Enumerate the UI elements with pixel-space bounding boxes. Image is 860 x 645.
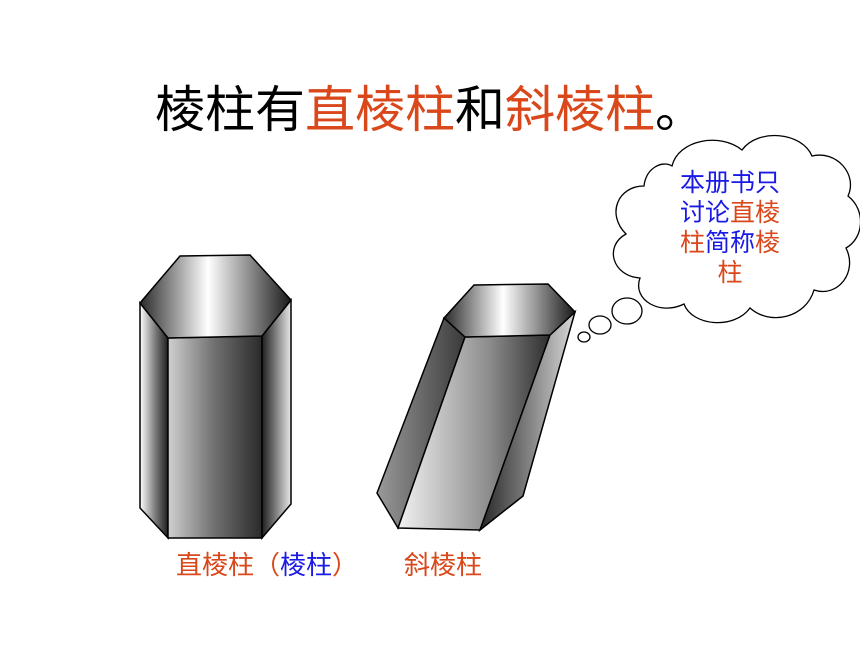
cloud-line-1: 本册书只 bbox=[664, 168, 796, 198]
thought-bubble-small bbox=[577, 331, 591, 343]
title-part-period: 。 bbox=[655, 81, 705, 139]
page-title: 棱柱有直棱柱和斜棱柱。 bbox=[0, 78, 860, 142]
cloud-text-discuss: 讨论 bbox=[679, 198, 730, 227]
cloud-text-right-prism-a: 直棱 bbox=[730, 198, 781, 227]
thought-cloud bbox=[577, 135, 860, 343]
cloud-line-4: 柱 bbox=[664, 258, 796, 288]
title-part-right-prism: 直棱柱 bbox=[305, 81, 455, 139]
oblique-prism-top-face bbox=[442, 283, 577, 338]
cloud-text-called: 简称 bbox=[704, 228, 755, 257]
caption-right-prism: 直棱柱 bbox=[176, 551, 255, 581]
oblique-prism-shape bbox=[376, 283, 577, 533]
cloud-line-3: 柱简称棱 bbox=[664, 228, 796, 258]
cloud-outline bbox=[612, 135, 860, 324]
caption-oblique-prism: 斜棱柱 bbox=[404, 551, 483, 581]
oblique-prism-caption: 斜棱柱 bbox=[404, 548, 482, 584]
cloud-text-this-book: 本册书只 bbox=[679, 168, 780, 197]
caption-prism: 棱柱 bbox=[280, 551, 333, 581]
thought-bubble-large bbox=[611, 297, 643, 325]
right-prism-top-face bbox=[139, 254, 292, 339]
caption-paren-open: （ bbox=[254, 551, 281, 581]
cloud-text-prism-b: 柱 bbox=[717, 258, 743, 287]
title-part-oblique-prism: 斜棱柱 bbox=[505, 81, 655, 139]
right-prism-shape bbox=[139, 254, 292, 541]
right-prism-caption: 直棱柱（棱柱） bbox=[176, 548, 358, 584]
title-part-and: 和 bbox=[455, 81, 505, 139]
cloud-text-right-prism-b: 柱 bbox=[679, 228, 705, 257]
thought-bubble-medium bbox=[588, 315, 612, 335]
right-prism-face-right bbox=[261, 297, 292, 541]
cloud-text-prism-a: 棱 bbox=[755, 228, 781, 257]
caption-paren-close: ） bbox=[332, 551, 359, 581]
cloud-line-2: 讨论直棱 bbox=[664, 198, 796, 228]
title-part-prisms-have: 棱柱有 bbox=[155, 81, 305, 139]
cloud-note: 本册书只 讨论直棱 柱简称棱 柱 bbox=[664, 168, 796, 288]
right-prism-face-left bbox=[139, 300, 169, 540]
right-prism-face-front bbox=[167, 335, 263, 539]
